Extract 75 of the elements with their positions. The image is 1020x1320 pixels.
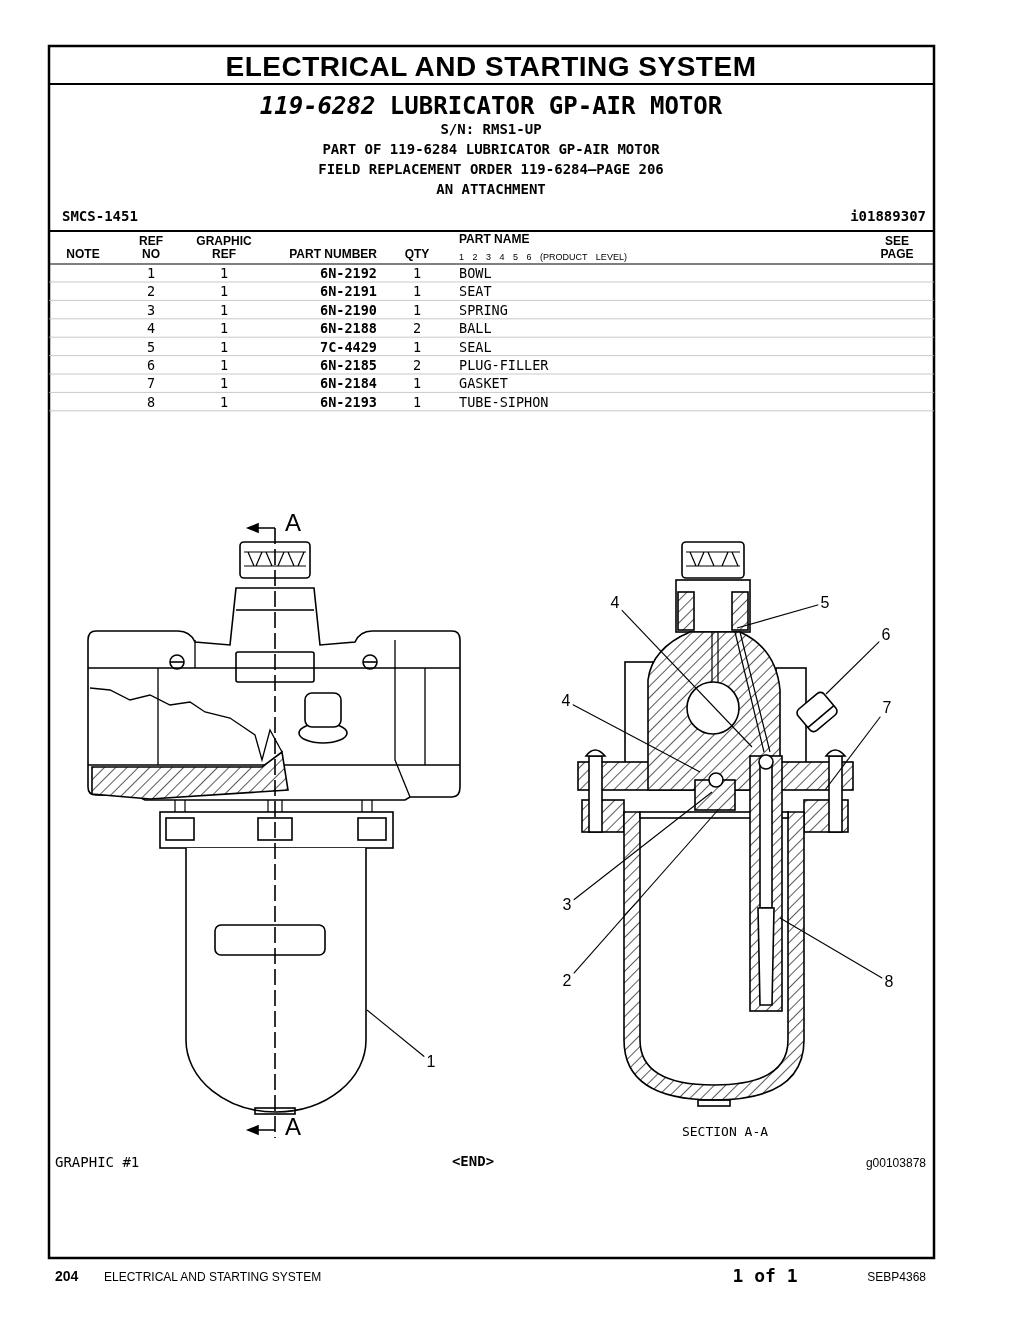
leader-line (824, 715, 882, 791)
graphic-ref: 1 (219, 393, 229, 410)
ref-number: 2 (146, 283, 156, 300)
graphic-ref: 1 (219, 338, 229, 355)
part-name: BALL (459, 320, 492, 337)
ref-number: 8 (146, 393, 156, 410)
leader-line (620, 609, 753, 748)
section-mark: A (285, 1113, 301, 1141)
product-level-header: 1 2 3 4 5 6 (PRODUCT LEVEL) (459, 252, 627, 262)
graphic-ref: 1 (219, 357, 229, 373)
leader-line (779, 917, 884, 979)
column-header: NOTE (66, 248, 100, 262)
part-number: 7C-4429 (320, 338, 377, 355)
quantity: 1 (412, 393, 422, 410)
smcs-code: SMCS-1451 (62, 208, 138, 224)
part-name: SEAL (459, 338, 492, 355)
graphic-ref: 1 (219, 283, 229, 300)
graphic-ref: 1 (219, 375, 229, 392)
serial-number: S/N: RMS1-UP (440, 121, 542, 137)
column-header: SEE PAGE (879, 234, 915, 262)
quantity: 1 (412, 338, 422, 355)
part-name: TUBE-SIPHON (459, 393, 549, 410)
section-caption: SECTION A-A (681, 1123, 769, 1139)
part-number: 6N-2185 (320, 357, 377, 373)
column-header: GRAPHIC REF (195, 234, 253, 262)
leader-line (366, 1009, 426, 1058)
ref-number: 7 (146, 375, 156, 392)
leader-line (736, 604, 820, 629)
quantity: 2 (412, 320, 422, 337)
graphic-id: g00103878 (865, 1156, 926, 1170)
leader-line (572, 809, 719, 975)
subheading: FIELD REPLACEMENT ORDER 119-6284—PAGE 206 (318, 161, 664, 177)
graphic-number: GRAPHIC #1 (55, 1154, 140, 1170)
part-number: 6N-2188 (320, 320, 377, 337)
column-header: PART NAME (459, 233, 530, 247)
leader-line (825, 640, 881, 695)
end-mark: <END> (451, 1153, 495, 1169)
graphic-ref: 1 (219, 301, 229, 318)
document-id: i01889307 (850, 208, 926, 224)
leader-line (571, 703, 701, 773)
section-mark: A (285, 509, 301, 537)
footer-title: ELECTRICAL AND STARTING SYSTEM (104, 1270, 322, 1284)
part-name: GASKET (459, 375, 508, 392)
part-name: PLUG-FILLER (459, 357, 549, 373)
column-header: REF NO (138, 234, 164, 262)
ref-number: 4 (146, 320, 156, 337)
subheading: PART OF 119-6284 LUBRICATOR GP-AIR MOTOR (322, 141, 660, 157)
ref-number: 1 (146, 265, 156, 281)
page-number: 204 (55, 1268, 79, 1284)
part-name: SEAT (459, 283, 492, 300)
subheading: AN ATTACHMENT (436, 181, 546, 197)
part-number: 6N-2192 (320, 265, 377, 281)
quantity: 2 (412, 357, 422, 373)
column-header: PART NUMBER (289, 248, 377, 262)
graphic-ref: 1 (219, 320, 229, 337)
part-name: SPRING (459, 301, 508, 318)
quantity: 1 (412, 375, 422, 392)
part-number: 6N-2191 (320, 283, 377, 300)
page-count: 1 of 1 (732, 1264, 798, 1286)
quantity: 1 (412, 265, 422, 281)
part-number: 6N-2190 (320, 301, 377, 318)
quantity: 1 (412, 301, 422, 318)
quantity: 1 (412, 283, 422, 300)
part-number: 6N-2193 (320, 393, 377, 410)
part-name: BOWL (459, 265, 492, 281)
ref-number: 5 (146, 338, 156, 355)
page-title: ELECTRICAL AND STARTING SYSTEM (225, 51, 757, 83)
column-header: QTY (404, 248, 430, 262)
graphic-ref: 1 (219, 265, 229, 281)
part-heading: 119-6282 LUBRICATOR GP-AIR MOTOR (259, 92, 723, 120)
leader-line (572, 791, 713, 901)
ref-number: 6 (146, 357, 156, 373)
ref-number: 3 (146, 301, 156, 318)
document-number: SEBP4368 (867, 1270, 926, 1284)
part-number: 6N-2184 (320, 375, 377, 392)
